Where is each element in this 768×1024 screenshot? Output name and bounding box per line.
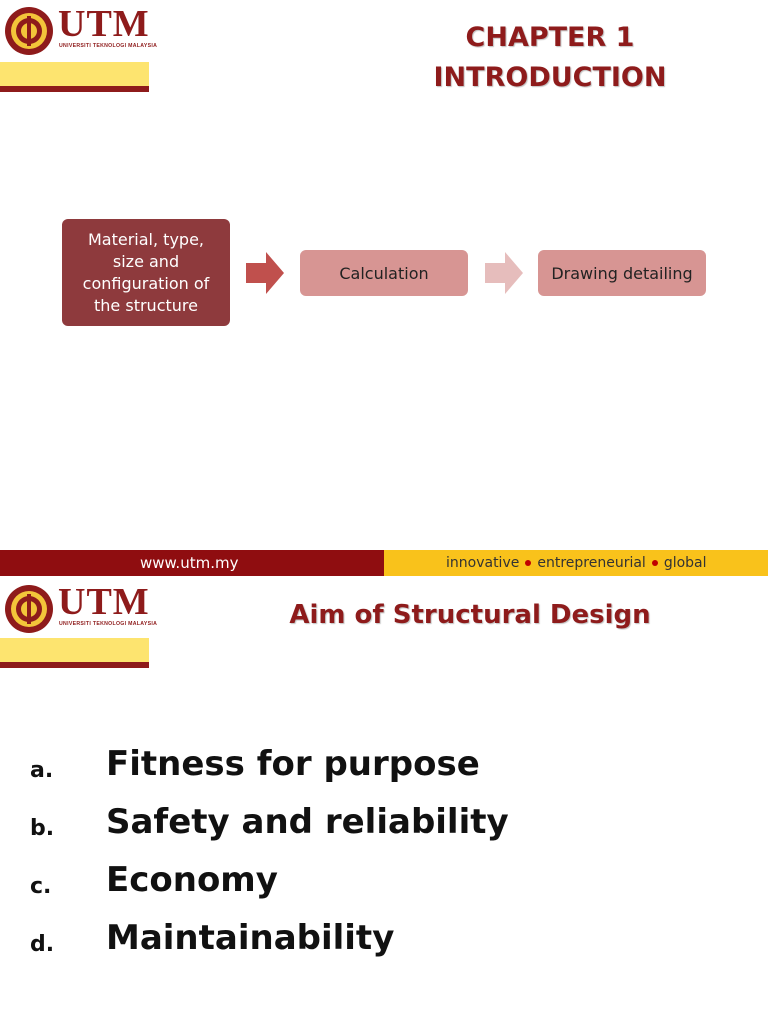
- flow-step-calculation: Calculation: [300, 250, 468, 296]
- aim-text: Fitness for purpose: [106, 744, 480, 784]
- utm-seal-icon: [5, 585, 53, 633]
- aim-text: Economy: [106, 860, 278, 900]
- slide-title: Aim of Structural Design: [289, 600, 651, 630]
- bullet-dot-icon: [651, 559, 658, 566]
- slide-footer: www.utm.my innovative entrepreneurial glob…: [0, 550, 768, 576]
- logo-red-bar: [0, 662, 149, 668]
- arrow-right-icon: [246, 252, 284, 294]
- aim-letter: d.: [30, 932, 55, 957]
- logo-red-bar: [0, 86, 149, 92]
- chapter-title-line1: CHAPTER 1: [465, 22, 635, 53]
- tagline-entrepreneurial: entrepreneurial: [537, 555, 646, 571]
- slide-2: UTM UNIVERSITI TEKNOLOGI MALAYSIA Aim of…: [0, 578, 768, 1024]
- aim-letter: b.: [30, 816, 55, 841]
- logo-wordmark: UTM: [58, 581, 150, 623]
- logo-subtitle: UNIVERSITI TEKNOLOGI MALAYSIA: [59, 621, 158, 627]
- logo-subtitle: UNIVERSITI TEKNOLOGI MALAYSIA: [59, 43, 158, 49]
- footer-red-band: [0, 550, 384, 576]
- logo-yellow-bar: [0, 62, 149, 86]
- tagline-global: global: [663, 555, 707, 571]
- bullet-dot-icon: [525, 559, 532, 566]
- aim-letter: c.: [30, 874, 52, 899]
- aim-text: Safety and reliability: [106, 802, 509, 842]
- logo-yellow-bar: [0, 638, 149, 662]
- aim-text: Maintainability: [106, 918, 395, 958]
- flow-step-drawing: Drawing detailing: [538, 250, 706, 296]
- chapter-title: CHAPTER 1 INTRODUCTION: [400, 18, 700, 98]
- aim-letter: a.: [30, 758, 54, 783]
- chapter-title-line2: INTRODUCTION: [433, 62, 667, 93]
- footer-tagline: innovative entrepreneurial global: [446, 555, 707, 571]
- arrow-right-light-icon: [485, 252, 523, 294]
- utm-seal-icon: [5, 7, 53, 55]
- footer-yellow-band: [384, 550, 768, 576]
- flow-step-material: Material, type, size and configuration o…: [62, 219, 230, 326]
- utm-logo: UTM UNIVERSITI TEKNOLOGI MALAYSIA: [4, 581, 157, 644]
- logo-wordmark: UTM: [58, 3, 150, 45]
- tagline-innovative: innovative: [446, 555, 520, 571]
- footer-url: www.utm.my: [140, 554, 239, 572]
- utm-logo: UTM UNIVERSITI TEKNOLOGI MALAYSIA: [4, 3, 157, 66]
- slide-1: UTM UNIVERSITI TEKNOLOGI MALAYSIA CHAPTE…: [0, 3, 768, 576]
